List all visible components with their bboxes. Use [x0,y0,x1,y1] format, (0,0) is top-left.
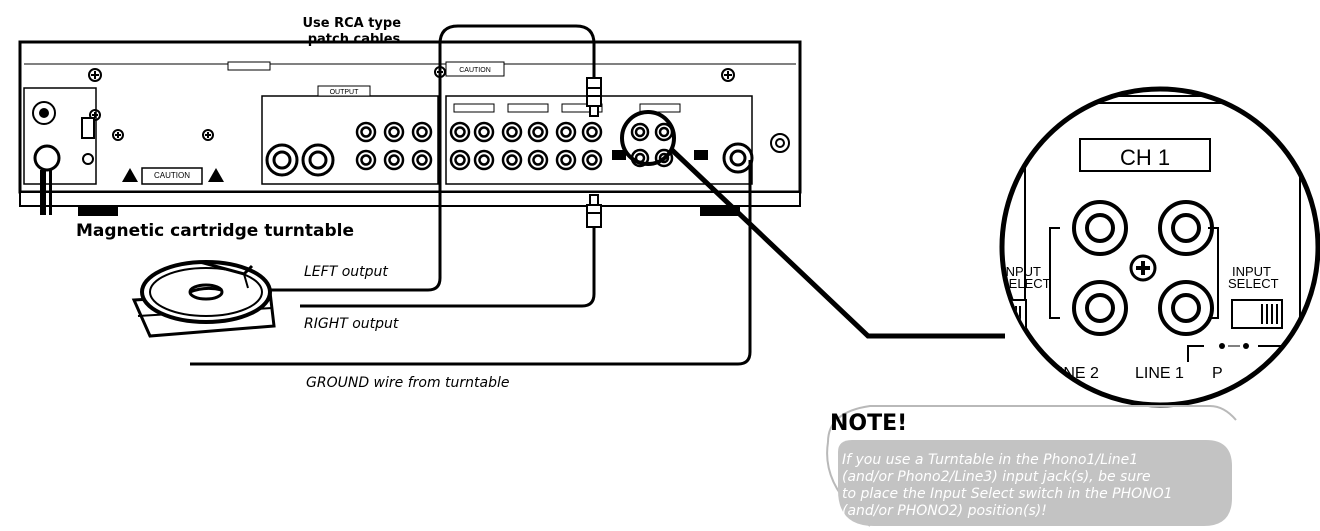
rca-jack [355,121,377,143]
output-rca-jacks [355,121,433,171]
ground-wire [190,160,752,366]
rca-jack [555,121,577,143]
rca-jack [630,122,650,142]
channel-label: CH 1 [1120,145,1170,170]
warning-triangle-icon [208,168,224,182]
turntable-icon [131,260,276,338]
input-select-switch-right [1231,299,1283,329]
right-cable [300,220,596,308]
mic-jack [722,142,754,174]
channel-label-box [1079,138,1211,172]
input-rca-jacks [449,121,674,171]
screw-icon [202,129,214,141]
caution-text: CAUTION [459,67,491,74]
highlight-circle [620,110,676,166]
mixer-rear-panel: CAUTION OUTPUT CAUTION [18,40,802,216]
rca-jack [501,149,523,171]
main-output-jack-right [301,143,335,177]
line1-label: LINE 1 [1135,365,1184,382]
note-body: If you use a Turntable in the Phono1/Lin… [842,452,1214,520]
rca-jack [1158,280,1214,336]
rca-jack [383,121,405,143]
caution-text: CAUTION [154,171,190,180]
left-cable [200,24,596,292]
rca-jack [449,149,471,171]
note-line: to place the Input Select switch in the … [842,486,1173,502]
screw-icon [112,129,124,141]
note-title: NOTE! [830,411,908,436]
screw-icon [1129,254,1157,282]
callout-line [670,148,1005,339]
power-cord-inlet [33,144,61,172]
screw-icon [721,68,735,82]
rca-jack [501,121,523,143]
patch-cables-label: Use RCA type patch cables [302,16,405,47]
rca-plug-icon [586,194,602,228]
note-line: If you use a Turntable in the Phono1/Lin… [842,452,1139,468]
patch-cables [190,24,752,366]
rca-jack [473,121,495,143]
rca-jack [383,149,405,171]
note-line: (and/or Phono2/Line3) input jack(s), be … [842,469,1151,485]
rca-jack [355,149,377,171]
svg-text:P: P [1212,365,1223,382]
output-label: OUTPUT [330,89,360,96]
input-select-switch [612,150,626,160]
right-output-label: RIGHT output [304,316,399,332]
left-output-label: LEFT output [304,264,388,280]
caution-label [141,167,203,185]
rca-jack [1072,280,1128,336]
rca-jack [1072,200,1128,256]
rca-jack [581,149,603,171]
screw-icon [88,68,102,82]
rca-jack [1158,200,1214,256]
input-select-switch [694,150,708,160]
rca-jack [527,149,549,171]
foot-right [700,206,740,216]
rca-jack [581,121,603,143]
rca-jack [411,121,433,143]
note-box [838,440,1232,526]
voltage-switch [81,117,95,139]
note-callout [826,405,1237,527]
rca-jack [555,149,577,171]
rca-jack [654,122,674,142]
zoom-rca-jacks [1072,200,1214,336]
rca-jack [473,149,495,171]
turntable-title: Magnetic cartridge turntable [76,221,354,241]
note-line: (and/or PHONO2) position(s)! [842,503,1047,519]
rca-jack [449,121,471,143]
rca-jack [411,149,433,171]
main-output-jack-left [265,143,299,177]
warning-triangle-icon [122,168,138,182]
ground-wire-label: GROUND wire from turntable [306,375,510,391]
ground-terminal [770,133,790,153]
rca-plug-icon [586,77,602,117]
rca-jack [527,121,549,143]
foot-left [78,206,118,216]
